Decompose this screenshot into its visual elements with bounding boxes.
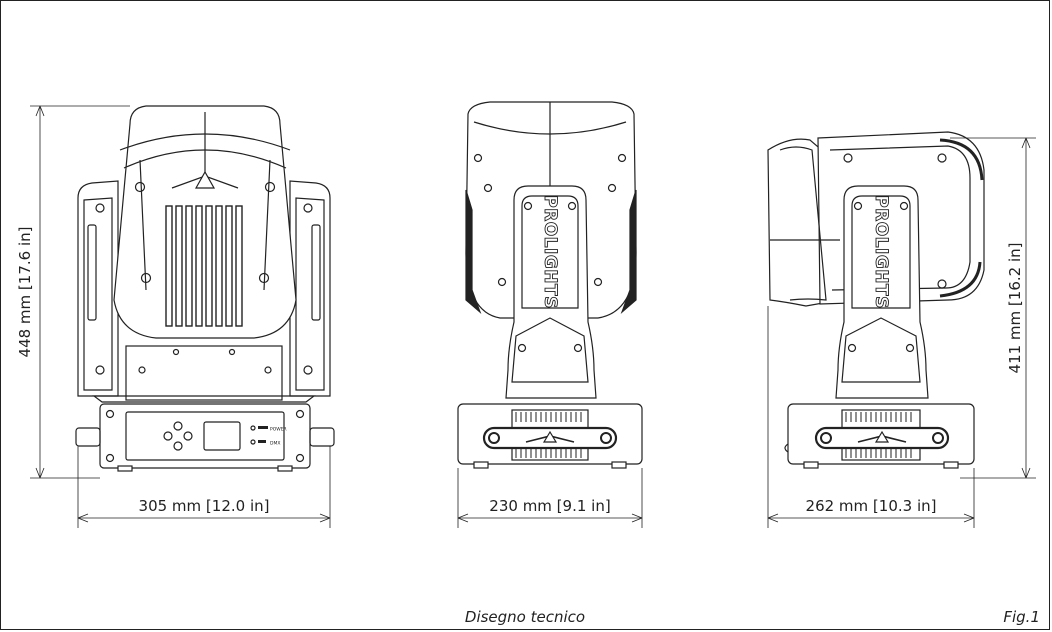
back-width-dimension: 262 mm [10.3 in] — [806, 497, 937, 515]
side-view — [457, 101, 643, 469]
dimension-lines — [30, 105, 1036, 528]
front-view — [75, 105, 335, 472]
drawing-caption: Disegno tecnico — [465, 608, 585, 626]
side-width-dimension: 230 mm [9.1 in] — [489, 497, 610, 515]
figure-label: Fig.1 — [1003, 608, 1040, 626]
brand-logo-side: PROLIGHTS — [540, 195, 560, 309]
front-height-dimension: 448 mm [17.6 in] — [16, 227, 34, 358]
front-width-dimension: 305 mm [12.0 in] — [139, 497, 270, 515]
back-height-dimension: 411 mm [16.2 in] — [1006, 243, 1024, 374]
dmx-label: DMX — [270, 441, 280, 447]
power-label: POWER — [270, 427, 287, 433]
back-view — [767, 131, 985, 469]
brand-logo-back: PROLIGHTS — [871, 195, 891, 309]
